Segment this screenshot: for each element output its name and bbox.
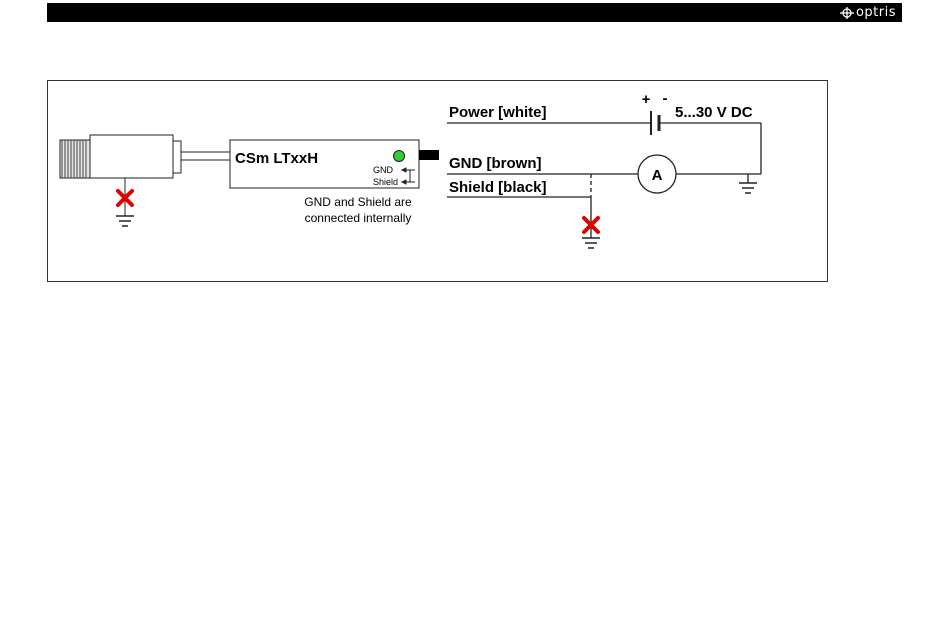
- gnd-pin-label: GND: [373, 165, 394, 175]
- battery-icon: [651, 111, 659, 135]
- supply-ground-icon: [739, 174, 757, 193]
- power-wire-label: Power [white]: [449, 104, 547, 121]
- sensor-connector-icon: [60, 135, 181, 178]
- shield-pin-label: Shield: [373, 177, 398, 187]
- ammeter-label: A: [652, 167, 663, 184]
- shield-ground-icon: [582, 238, 600, 248]
- gnd-wire-label: GND [brown]: [449, 155, 541, 172]
- note-line-1: GND and Shield are: [304, 195, 412, 209]
- output-cable-stub: [419, 150, 439, 160]
- shield-wire-label: Shield [black]: [449, 179, 547, 196]
- sensor-cable: [181, 152, 230, 160]
- note-line-2: connected internally: [305, 211, 412, 225]
- supply-voltage-label: 5...30 V DC: [675, 104, 753, 121]
- status-led-icon: [394, 151, 405, 162]
- sensor-model-label: CSm LTxxH: [235, 150, 318, 167]
- plus-sign: +: [642, 91, 651, 108]
- minus-sign: -: [663, 90, 668, 107]
